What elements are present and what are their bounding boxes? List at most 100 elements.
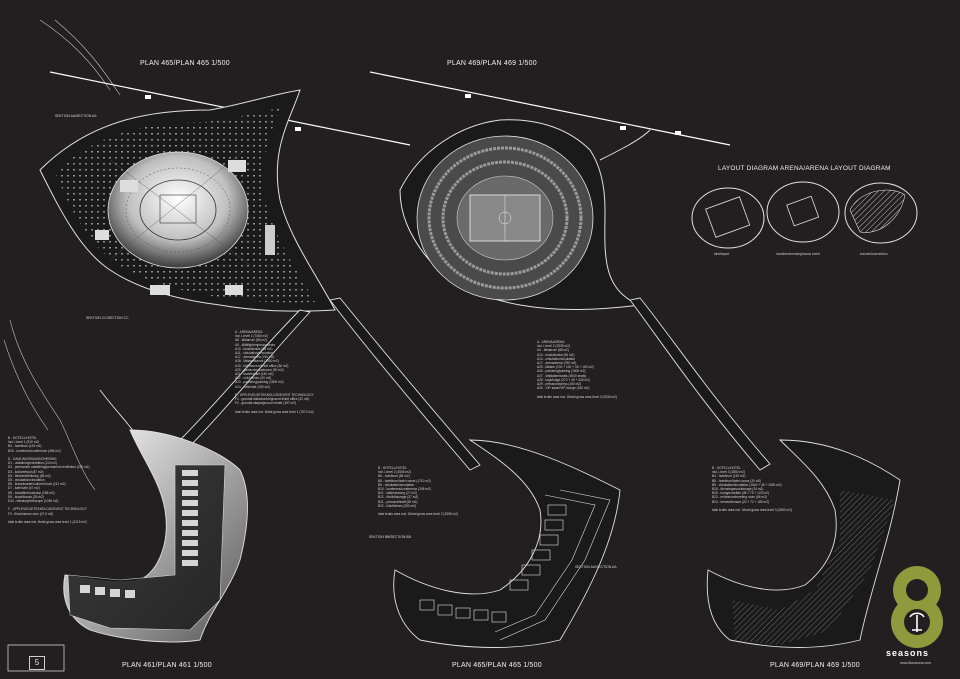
page-frame [7, 644, 65, 672]
layout-diagram-title: LAYOUT DIAGRAM ARENA/ARENA LAYOUT DIAGRA… [718, 165, 891, 172]
legend-line: A11 - cirkulation/circulation [235, 351, 273, 356]
legend-line: A27 - sittplatser/seats (3000 seats) [537, 373, 587, 378]
plan-465-arena [39, 89, 336, 312]
legend-subheading: F - UPPLEVELSETEKNOLOGI/EVENT TECHNOLOGY [8, 507, 87, 512]
legend-line: B15 - konferens/conference (496 m2) [8, 448, 61, 453]
section-markers [145, 94, 681, 135]
legend-hotel-465: B - HOTELL/HOTEL incl. l-level 2 (2505 m… [378, 466, 458, 516]
legend-line: B23 - mötesrum/meeting room (56 m2) [712, 495, 767, 500]
legend-line: B20 - loungeområde (48 + 75 + 123 m2) [712, 491, 769, 496]
legend-line: A25 - läktare (100 + 100 + 35 + 100 m2) [537, 365, 594, 370]
plan-461-bottom-title: PLAN 461/PLAN 461 1/500 [122, 662, 212, 669]
legend-line: incl. l-level 1 (7450 m2) [235, 334, 268, 339]
legend-total: total brutto area incl. 2/total gross ar… [537, 394, 617, 399]
page-number: 5 [29, 656, 45, 670]
legend-line: D6 - kulturkvarter/cultural block (212 m… [8, 482, 66, 487]
plan-461-hotel [63, 429, 248, 643]
plan-469-top-title: PLAN 469/PLAN 469 1/500 [447, 60, 537, 67]
legend-total: total brutto area incl. 2/total gross ar… [378, 512, 458, 517]
legend-line: B4 - hotellrum (125 m2) [8, 444, 42, 449]
legend-line: D10 - teleskop/telescope (1050 m2) [8, 499, 59, 504]
legend-line: D4 - biblioteket/library (48 m2) [8, 473, 51, 478]
legend-line: A22 - kök/kitchen (20 m2) [235, 376, 272, 381]
legend-line: A18 - läktare/stands (1500 m2) [235, 359, 279, 364]
legend-line: A10 - kiosk/kiosks (88 m2) [235, 346, 273, 351]
legend-line: incl. l-level 2 (2535 m2) [537, 344, 570, 349]
plan-465-hotel [393, 439, 621, 648]
legend-line: D3 - kulturerbjud (87 m2) [8, 469, 44, 474]
legend-arena-465: A - ARENA/ARENA incl. l-level 1 (7450 m2… [235, 330, 314, 414]
layout-caption-music: musik/evenemang/music event [776, 252, 820, 256]
legend-line: B12 - förråd/storage (37 m2) [378, 495, 419, 500]
legend-arena-469: A - ARENA/ARENA incl. l-level 2 (2535 m2… [537, 340, 617, 399]
legend-line: F3 - film/cinema room (47.5 m2) [8, 511, 54, 516]
layout-caption-sport: idrott/sport [714, 252, 730, 256]
legend-line: A20 - garderob/cloakroom (90 m2) [235, 367, 284, 372]
legend-line: D8 - bokaffär/bookshop (188 m2) [8, 490, 55, 495]
legend-line: B8 - hotellrum/hotel rooms (20 m2) [712, 478, 762, 483]
legend-line: D1 - utställning/exhibition (110 m2) [8, 461, 58, 466]
plan-469-hotel [706, 439, 901, 648]
legend-line: B21 - personal/staff (55 m2) [378, 499, 418, 504]
legend-line: D9 - kiosk/kiosks (25 m2) [8, 494, 44, 499]
plan-469-bottom-title: PLAN 469/PLAN 469 1/500 [770, 662, 860, 669]
legend-line: A19 - biljettkontor/ticket office (36 m2… [235, 363, 289, 368]
legend-hotel-469: B - HOTELL/HOTEL incl. l-level 3 (2850 m… [712, 466, 792, 512]
plan-465-top-title: PLAN 465/PLAN 465 1/500 [140, 60, 230, 67]
site-contour-lines [3, 19, 121, 491]
layout-caption-convention: konvent/convention [860, 252, 888, 256]
legend-line: F1 - grundat läktarkontor/ground ticket … [235, 397, 310, 402]
legend-total: total brutto area incl. l/total gross ar… [235, 409, 314, 414]
legend-line: A24 - cafe/cafe (150 m2) [235, 384, 271, 389]
legend-line: A4 - läktarrum (88 m2) [537, 348, 569, 353]
plan-465-bottom-title: PLAN 465/PLAN 465 1/500 [452, 662, 542, 669]
legend-line: B10 - konferens/conference (245 m2) [378, 487, 431, 492]
brand-name: seasons [886, 648, 930, 658]
legend-line: A21 - toalett/toilet (140 m2) [235, 372, 274, 377]
legend-line: B9 - cirkulation/circulation [378, 482, 415, 487]
legend-line: A28 - loge/lodge (270 + 40 + 430 m2) [537, 377, 590, 382]
brand-url: www.8seasons.com [900, 661, 931, 665]
legend-total: total brutto area incl. l/total gross ar… [8, 520, 87, 525]
legend-line: B18 - förvaringsrum/storage (24 m2) [712, 487, 764, 492]
legend-line: A23 - parkering/parking (1500 m2) [235, 380, 284, 385]
legend-line: B24 - terrass/terrace (20 + 72 + 180 m2) [712, 499, 770, 504]
legend-line: A17 - arena/arena (750 m2) [537, 361, 577, 366]
legend-line: A9 - tillfällig/temporary seats [235, 342, 276, 347]
legend-line: B8 - hotellrum/hotel rooms (1710 m2) [378, 478, 431, 483]
legend-line: D7 - kafé/cafe (47 m2) [8, 486, 40, 491]
legend-heading: B - HOTELL/HOTEL [378, 466, 407, 470]
legend-line: incl. l-level 1 (510 m2) [8, 440, 40, 445]
legend-heading: B - HOTELL/HOTEL [8, 436, 37, 440]
legend-line: B4 - hotellrum (130 m2) [712, 474, 746, 479]
legend-line: D2 - permanent utställning/permanent exh… [8, 465, 90, 470]
legend-heading: B - HOTELL/HOTEL [712, 466, 741, 470]
legend-hotel-461: B - HOTELL/HOTEL incl. l-level 1 (510 m2… [8, 436, 90, 524]
legend-line: A17 - arena/arena (750 m2) [235, 355, 275, 360]
section-aa-label-top: SEKTION AA/SECTION AA [55, 114, 97, 118]
legend-line: A13 - kiosk/kiosks (96 m2) [537, 352, 575, 357]
legend-heading: A - ARENA/ARENA [537, 340, 565, 344]
legend-line: A14 - cirkulation/circulation [537, 356, 576, 361]
plan-469-arena [399, 119, 651, 311]
section-cc-label: SEKTION CC/SECTION CC [86, 316, 129, 320]
legend-subheading: D - SAMLINGSRUM/GATHERING [8, 457, 57, 462]
section-bb-label: SEKTION BB/SECTION BB [369, 535, 411, 539]
layout-diagram-ovals [691, 181, 918, 249]
legend-line: D5 - cirkulation/circulation [8, 478, 45, 483]
legend-line: B11 - städ/cleaning (27 m2) [378, 491, 417, 496]
legend-subheading: F - UPPLEVELSETEKNOLOGI/EVENT TECHNOLOGY [235, 393, 314, 398]
legend-line: A26 - parkering/parking (1500 m2) [537, 369, 586, 374]
section-aa-label-mid: SEKTION AA/SECTION AA [575, 565, 617, 569]
legend-line: B6 - hotellrum (85 m2) [378, 474, 410, 479]
legend-heading: A - ARENA/ARENA [235, 330, 263, 334]
legend-line: B9 - cirkulation/circulation (1040 + 45 … [712, 482, 782, 487]
legend-line: A29 - pressrum/press (150 m2) [537, 382, 582, 387]
legend-line: incl. l-level 3 (2850 m2) [712, 470, 745, 475]
brand-logo-8 [891, 566, 943, 648]
legend-line: A30 - VIP-salon/VIP lounge (160 m2) [537, 386, 590, 391]
legend-line: F2 - grundat skapa/ground create (157 m2… [235, 401, 296, 406]
legend-total: total brutto area incl. 3/total gross ar… [712, 508, 792, 513]
legend-line: incl. l-level 2 (2505 m2) [378, 470, 411, 475]
